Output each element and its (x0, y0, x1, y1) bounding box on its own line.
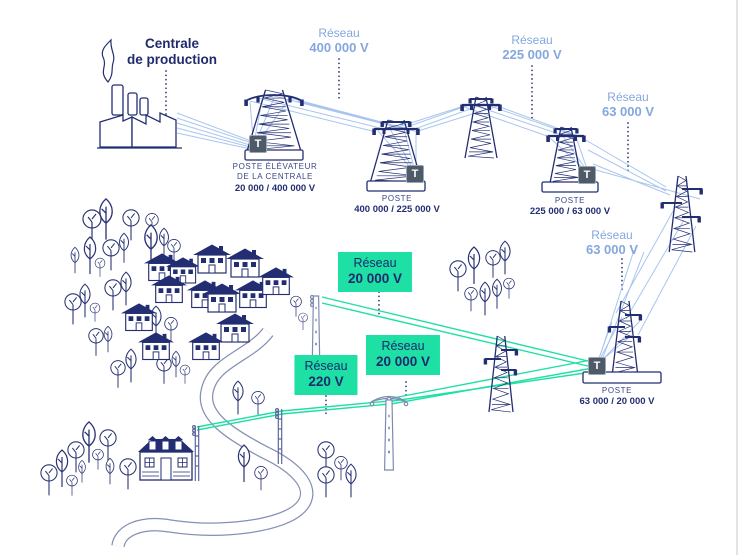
poste-elevateur-label: POSTE ÉLÉVATEUR DE LA CENTRALE 20 000 / … (232, 162, 318, 194)
factory-icon (97, 38, 182, 149)
centrale-label: Centrale de production (127, 36, 217, 67)
tree-icons (40, 198, 515, 498)
poste-63-20-label: POSTE 63 000 / 20 000 V (579, 386, 655, 408)
transformer-icon: T (588, 357, 606, 375)
reseau-63000-upper-label: Réseau 63 000 V (601, 90, 655, 119)
house-icons (120, 243, 295, 361)
reseau-63000-lower-label: Réseau 63 000 V (585, 228, 639, 257)
house-icon-large (138, 436, 194, 481)
substation-platform (366, 180, 426, 192)
utility-pole-icons (192, 294, 409, 482)
pylon-icons (244, 88, 703, 413)
dotted-connectors (165, 58, 629, 417)
transformer-icon: T (249, 135, 267, 153)
reseau-20000-upper-label: Réseau 20 000 V (337, 252, 413, 293)
reseau-225000-label: Réseau 225 000 V (502, 33, 562, 62)
road-icon (111, 327, 314, 548)
substation-platform (541, 181, 599, 193)
poste-400-225-label: POSTE 400 000 / 225 000 V (354, 194, 440, 216)
transformer-icon: T (578, 166, 596, 184)
reseau-220-label: Réseau 220 V (294, 355, 358, 396)
transformer-icon: T (406, 165, 424, 183)
reseau-400000-label: Réseau 400 000 V (309, 26, 369, 55)
hv-wires (176, 95, 701, 361)
reseau-20000-lower-label: Réseau 20 000 V (365, 335, 441, 376)
mv-lv-wires (196, 296, 594, 431)
poste-225-63-label: POSTE 225 000 / 63 000 V (529, 196, 611, 218)
